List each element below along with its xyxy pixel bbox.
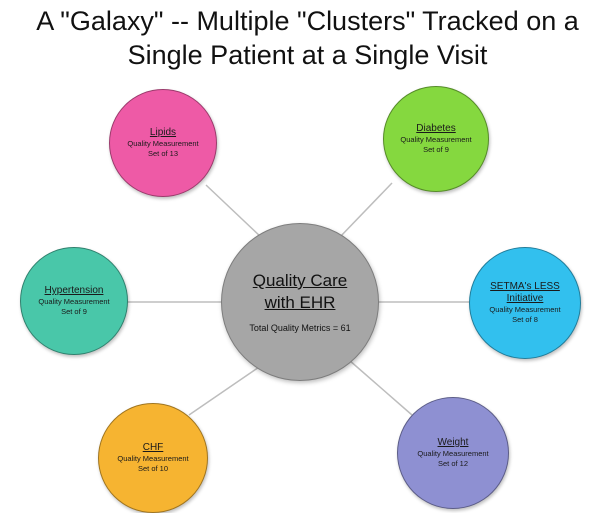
node-hypertension-measure: Quality Measurement xyxy=(38,297,110,306)
node-lipids: Lipids Quality Measurement Set of 13 xyxy=(109,89,217,197)
node-hypertension-set: Set of 9 xyxy=(61,307,87,316)
node-setma-less-initiative: SETMA's LESS Initiative Quality Measurem… xyxy=(469,247,581,359)
center-title-line-1: Quality Care xyxy=(252,271,348,290)
center-title-line-2: with EHR xyxy=(264,293,336,312)
node-chf-name: CHF xyxy=(142,442,164,453)
node-chf-measure: Quality Measurement xyxy=(117,454,189,463)
node-setma-set: Set of 8 xyxy=(512,315,538,324)
node-diabetes: Diabetes Quality Measurement Set of 9 xyxy=(383,86,489,192)
title-line-2: Single Patient at a Single Visit xyxy=(127,40,488,70)
node-weight: Weight Quality Measurement Set of 12 xyxy=(397,397,509,509)
connector-weight xyxy=(348,359,413,416)
node-weight-set: Set of 12 xyxy=(437,459,469,468)
node-hypertension: Hypertension Quality Measurement Set of … xyxy=(20,247,128,355)
node-setma-name-line-2: Initiative xyxy=(506,293,544,304)
center-node-quality-care: Quality Care with EHR Total Quality Metr… xyxy=(221,223,379,381)
node-diabetes-set: Set of 9 xyxy=(423,145,449,154)
node-lipids-set: Set of 13 xyxy=(147,149,179,158)
node-diabetes-name: Diabetes xyxy=(416,123,456,134)
node-chf: CHF Quality Measurement Set of 10 xyxy=(98,403,208,513)
connector-chf xyxy=(188,364,263,416)
node-weight-name: Weight xyxy=(437,437,469,448)
node-lipids-name: Lipids xyxy=(149,127,177,138)
node-chf-set: Set of 10 xyxy=(137,464,169,473)
diagram-title: A "Galaxy" -- Multiple "Clusters" Tracke… xyxy=(0,4,615,72)
connector-diabetes xyxy=(338,182,393,239)
title-line-1: A "Galaxy" -- Multiple "Clusters" Tracke… xyxy=(36,6,579,36)
node-setma-measure: Quality Measurement xyxy=(489,305,561,314)
node-diabetes-measure: Quality Measurement xyxy=(400,135,472,144)
connector-lipids xyxy=(205,184,263,239)
node-hypertension-name: Hypertension xyxy=(44,285,104,296)
node-lipids-measure: Quality Measurement xyxy=(127,139,199,148)
center-total-metrics: Total Quality Metrics = 61 xyxy=(249,323,351,333)
node-setma-name-line-1: SETMA's LESS xyxy=(490,281,560,292)
node-weight-measure: Quality Measurement xyxy=(417,449,489,458)
